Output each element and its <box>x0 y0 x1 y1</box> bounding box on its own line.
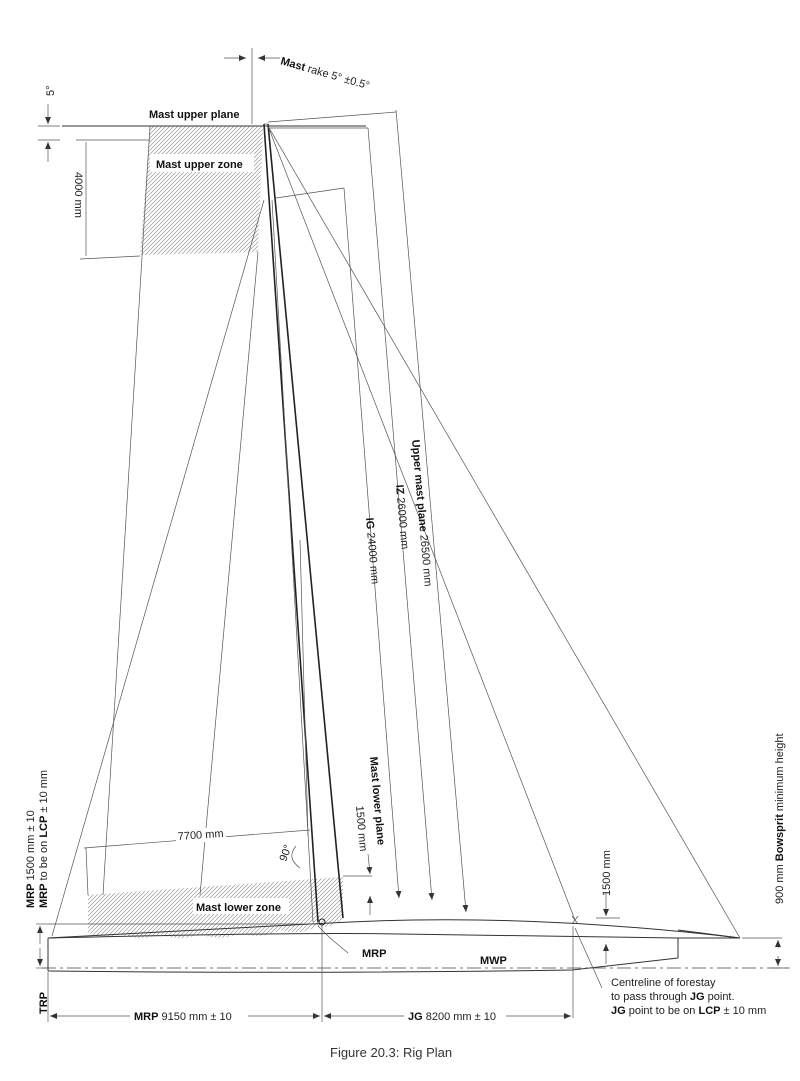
forestay <box>267 125 576 921</box>
trp-label: TRP <box>38 992 50 1014</box>
mast-upper-zone-label-bg <box>150 154 254 172</box>
mast-rake-label: Mast rake 5° ±0.5° <box>279 55 371 92</box>
mast-lower-plane-label: Mast lower plane <box>367 756 387 845</box>
bowsprit <box>677 929 741 939</box>
mast-lower-plane-dim: 1500 mm <box>353 805 369 852</box>
ig-label: IG 24000 mm <box>363 517 381 584</box>
shroud-left <box>102 125 151 896</box>
mrp-label: MRP <box>362 948 386 960</box>
forestay-note-line1: Centreline of forestay <box>611 977 716 989</box>
dim-7700-label: 7700 mm <box>177 828 224 843</box>
shroud-right <box>199 251 259 896</box>
iz-label: IZ 26000 mm <box>393 484 411 550</box>
right-angle-label: 90° <box>278 843 295 863</box>
upper-zone-height-label: 4000 mm <box>72 172 84 218</box>
mast-upper-zone-label: Mast upper zone <box>156 159 243 171</box>
upper-mast-plane-label: Upper mast plane 26500 mm <box>409 439 434 587</box>
mwp-label: MWP <box>480 955 507 967</box>
dim-1500-label: 1500 mm <box>601 850 613 896</box>
figure-caption: Figure 20.3: Rig Plan <box>330 1045 452 1060</box>
five-degree-label: 5° <box>45 85 57 96</box>
mrp-side-line2: MRP to be on LCP ± 10 mm <box>38 770 50 908</box>
bowsprit-label: 900 mm Bowsprit minimum height <box>774 733 786 904</box>
mrp-side-line1: MRP 1500 mm ± 10 <box>25 810 37 908</box>
dim-mrp-label: MRP 9150 mm ± 10 <box>134 1011 232 1023</box>
bowsprit-stay <box>267 125 741 939</box>
dim-jg-label: JG 8200 mm ± 10 <box>408 1011 496 1023</box>
mast-upper-plane-label: Mast upper plane <box>149 109 239 121</box>
mast-upper-zone-hatch <box>140 126 263 255</box>
hull <box>47 919 741 973</box>
mast <box>263 123 344 923</box>
mrp-point <box>318 918 326 926</box>
forestay-note-line3: JG point to be on LCP ± 10 mm <box>611 1005 766 1017</box>
mast-lower-zone-label: Mast lower zone <box>196 902 281 914</box>
forestay-note-line2: to pass through JG point. <box>611 991 735 1003</box>
dim-7700-bg <box>176 828 226 842</box>
backstay <box>51 199 265 937</box>
inner-forestay <box>271 199 314 923</box>
mast-lower-zone-label-bg <box>193 898 289 914</box>
